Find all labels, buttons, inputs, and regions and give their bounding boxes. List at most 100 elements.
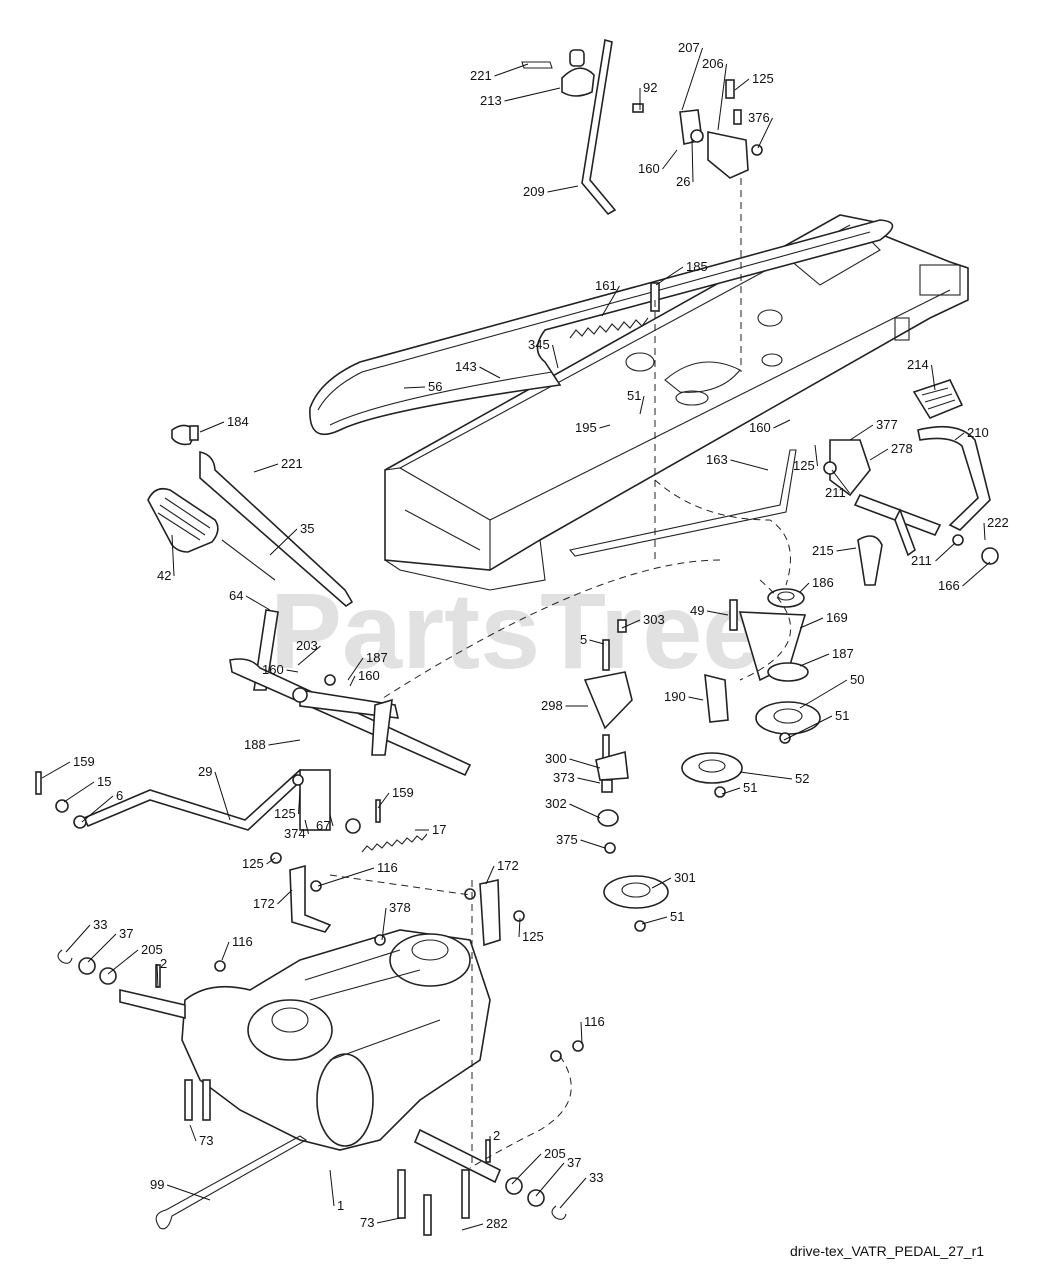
leader-line xyxy=(641,916,668,925)
leader-line xyxy=(277,889,293,905)
part-number-label: 73 xyxy=(199,1133,213,1148)
leader-line xyxy=(304,819,309,835)
part-number-label: 49 xyxy=(690,603,704,618)
part-number-label: 116 xyxy=(377,860,398,875)
part-number-label: 92 xyxy=(643,80,657,95)
leader-line xyxy=(621,619,641,629)
leader-line xyxy=(479,366,501,379)
part-number-label: 278 xyxy=(891,441,913,456)
part-number-label: 222 xyxy=(987,515,1009,530)
part-number-label: 125 xyxy=(274,806,296,821)
callout-209: 209 xyxy=(523,184,579,199)
part-number-label: 51 xyxy=(743,780,757,795)
part-number-label: 73 xyxy=(360,1215,374,1230)
callout-161: 161 xyxy=(595,278,620,317)
control-rod xyxy=(568,449,797,557)
callout-169: 169 xyxy=(799,610,848,629)
callout-33b: 33 xyxy=(559,1170,603,1209)
callout-221b: 221 xyxy=(253,456,303,473)
callout-116b: 116 xyxy=(221,934,253,961)
leader-line xyxy=(569,803,601,819)
callout-125c: 125 xyxy=(274,789,301,821)
callout-374: 374 xyxy=(284,819,309,841)
leader-line xyxy=(773,419,791,429)
callout-303: 303 xyxy=(621,612,665,629)
callout-298: 298 xyxy=(541,698,588,713)
extension-spring xyxy=(569,317,649,339)
part-number-label: 195 xyxy=(575,420,597,435)
part-number-label: 213 xyxy=(480,93,502,108)
callout-210: 210 xyxy=(954,425,989,441)
part-number-label: 186 xyxy=(812,575,834,590)
leader-line xyxy=(783,715,833,741)
callout-92: 92 xyxy=(639,80,657,110)
part-number-label: 184 xyxy=(227,414,249,429)
leader-line xyxy=(601,285,620,317)
part-number-label: 52 xyxy=(795,771,809,786)
callout-125e: 125 xyxy=(518,917,544,944)
leader-line xyxy=(65,924,91,953)
part-number-label: 56 xyxy=(428,379,442,394)
callout-29: 29 xyxy=(198,764,231,821)
part-number-label: 67 xyxy=(316,818,330,833)
bypass-rod xyxy=(155,1135,308,1230)
control-lever xyxy=(857,535,883,586)
part-number-label: 221 xyxy=(470,68,492,83)
leader-line xyxy=(757,117,773,149)
callout-163: 163 xyxy=(706,452,769,471)
callout-213: 213 xyxy=(480,87,561,108)
part-number-label: 301 xyxy=(674,870,696,885)
part-number-label: 221 xyxy=(281,456,303,471)
callout-125b: 125 xyxy=(793,444,818,473)
callout-211a: 211 xyxy=(825,469,850,500)
callout-26: 26 xyxy=(676,139,694,189)
leader-line xyxy=(107,949,139,975)
callout-187a: 187 xyxy=(347,650,388,681)
leader-line xyxy=(799,653,830,667)
part-number-label: 374 xyxy=(284,826,306,841)
part-number-label: 159 xyxy=(73,754,95,769)
leader-line xyxy=(799,679,848,709)
callout-188: 188 xyxy=(244,737,301,752)
callout-51b: 51 xyxy=(783,708,849,741)
part-number-label: 377 xyxy=(876,417,898,432)
part-number-label: 116 xyxy=(232,934,253,949)
callout-205a: 205 xyxy=(107,942,163,975)
leader-line xyxy=(655,266,684,286)
lever-knob xyxy=(561,49,595,97)
callout-160a: 160 xyxy=(638,149,678,176)
leader-line xyxy=(935,542,956,562)
idler-bracket xyxy=(704,673,729,723)
callout-116a: 116 xyxy=(317,860,398,887)
part-number-label: 125 xyxy=(793,458,815,473)
callout-56: 56 xyxy=(403,379,442,394)
leader-line xyxy=(954,432,965,441)
pedal-shaft-assembly xyxy=(229,609,472,777)
leader-line xyxy=(297,645,321,666)
leader-line xyxy=(691,139,694,183)
callout-33a: 33 xyxy=(65,917,107,953)
leader-line xyxy=(266,857,276,865)
leader-line xyxy=(81,795,114,823)
leader-line xyxy=(63,781,95,803)
part-number-label: 6 xyxy=(116,788,123,803)
callout-143: 143 xyxy=(455,359,501,379)
part-number-label: 51 xyxy=(627,388,641,403)
leader-line xyxy=(494,63,529,77)
part-number-label: 298 xyxy=(541,698,563,713)
callout-205b: 205 xyxy=(511,1146,566,1185)
part-number-label: 64 xyxy=(229,588,243,603)
part-number-label: 17 xyxy=(432,822,446,837)
part-number-label: 187 xyxy=(366,650,388,665)
callout-214: 214 xyxy=(907,357,936,391)
transaxle-brackets xyxy=(270,852,525,947)
leader-line xyxy=(831,469,850,494)
bolt xyxy=(650,282,660,312)
leader-line xyxy=(269,528,298,556)
part-number-label: 211 xyxy=(911,553,932,568)
leader-line xyxy=(577,777,601,784)
leader-line xyxy=(799,582,810,593)
part-number-label: 282 xyxy=(486,1216,508,1231)
callout-51a: 51 xyxy=(627,388,645,415)
leader-line xyxy=(559,1177,587,1209)
